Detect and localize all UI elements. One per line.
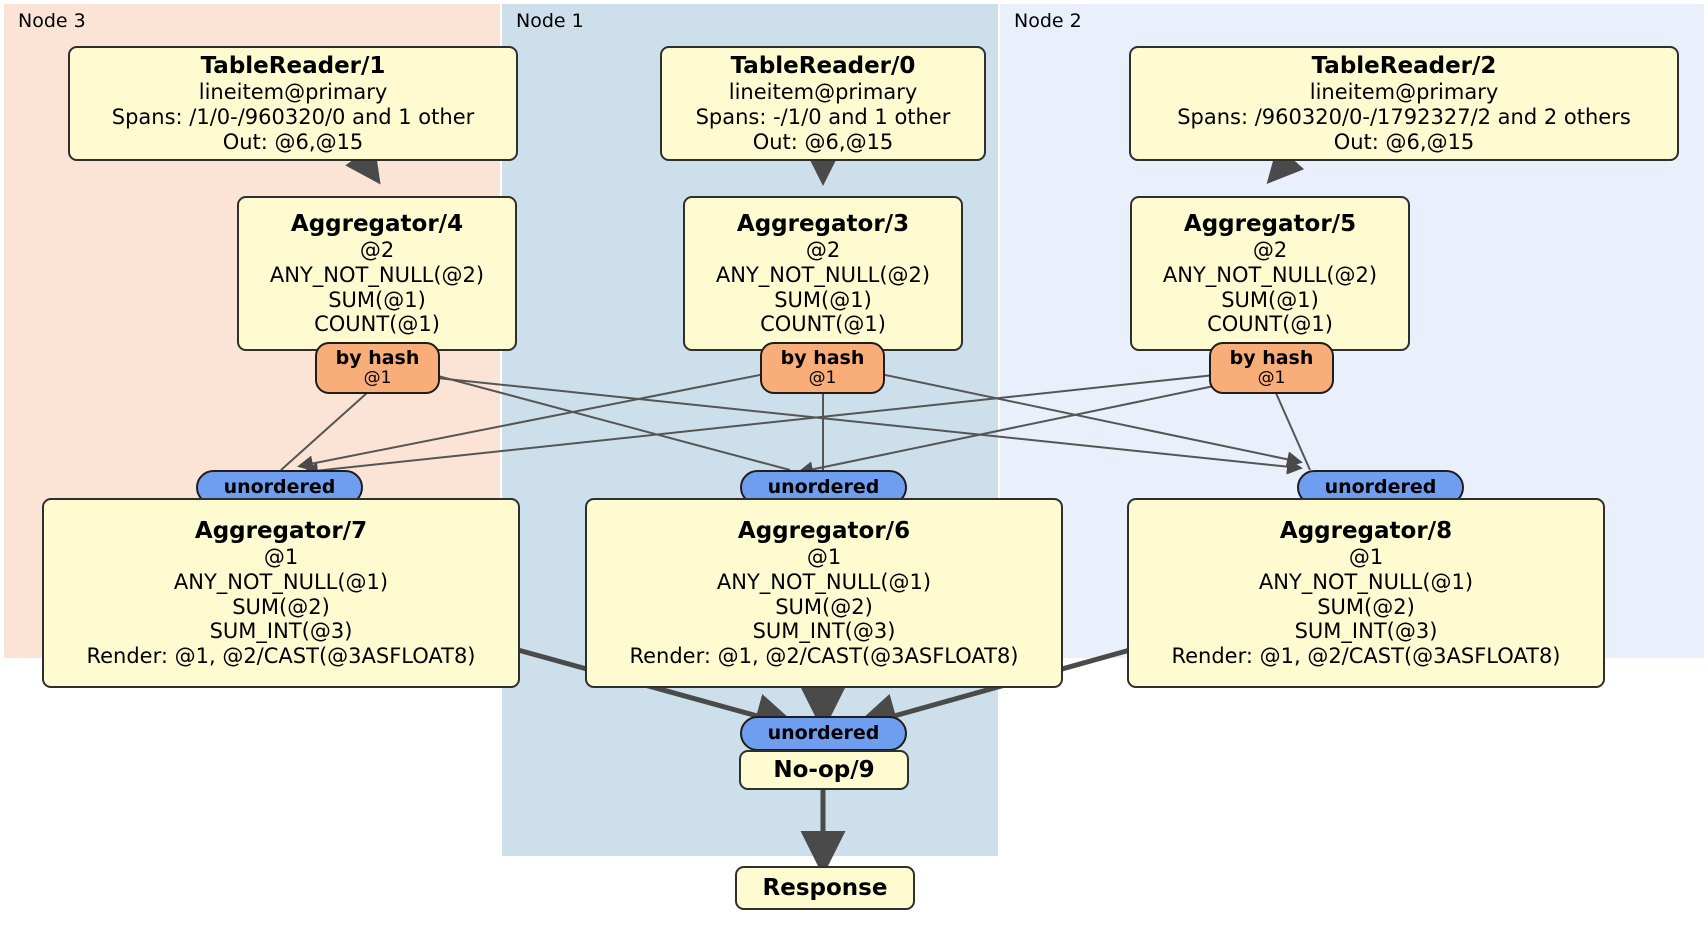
- processor-detail-line: Render: @1, @2/CAST(@3ASFLOAT8): [629, 644, 1019, 669]
- router-key-label: @1: [808, 368, 837, 389]
- processor-detail-line: lineitem@primary: [728, 80, 918, 105]
- processor-detail-line: SUM_INT(@3): [752, 619, 896, 644]
- processor-tablereader-0[interactable]: TableReader/0 lineitem@primary Spans: -/…: [660, 46, 986, 161]
- processor-detail-line: SUM(@1): [1221, 287, 1319, 312]
- processor-detail-line: Render: @1, @2/CAST(@3ASFLOAT8): [1171, 644, 1561, 669]
- processor-title: Aggregator/4: [290, 210, 464, 237]
- router-type-label: by hash: [335, 347, 420, 370]
- processor-detail-line: @2: [359, 237, 395, 262]
- processor-aggregator-5[interactable]: Aggregator/5 @2 ANY_NOT_NULL(@2) SUM(@1)…: [1130, 196, 1410, 351]
- processor-detail-line: Spans: -/1/0 and 1 other: [695, 105, 951, 130]
- processor-detail-line: SUM(@2): [1317, 594, 1415, 619]
- router-by-hash-right[interactable]: by hash @1: [1209, 342, 1334, 394]
- processor-aggregator-4[interactable]: Aggregator/4 @2 ANY_NOT_NULL(@2) SUM(@1)…: [237, 196, 517, 351]
- processor-detail-line: SUM_INT(@3): [209, 619, 353, 644]
- processor-detail-line: ANY_NOT_NULL(@2): [269, 262, 485, 287]
- processor-title: TableReader/0: [730, 53, 916, 80]
- processor-noop-9[interactable]: No-op/9: [739, 750, 909, 790]
- processor-tablereader-1[interactable]: TableReader/1 lineitem@primary Spans: /1…: [68, 46, 518, 161]
- processor-detail-line: Out: @6,@15: [222, 129, 364, 154]
- processor-detail-line: COUNT(@1): [760, 312, 886, 337]
- processor-detail-line: Out: @6,@15: [1333, 129, 1475, 154]
- processor-detail-line: ANY_NOT_NULL(@1): [716, 569, 932, 594]
- processor-detail-line: @2: [805, 237, 841, 262]
- processor-detail-line: @1: [1348, 545, 1384, 570]
- processor-detail-line: lineitem@primary: [1309, 80, 1499, 105]
- processor-detail-line: @1: [806, 545, 842, 570]
- router-unordered-final[interactable]: unordered: [740, 716, 907, 751]
- processor-detail-line: Spans: /1/0-/960320/0 and 1 other: [111, 105, 475, 130]
- router-type-label: unordered: [223, 476, 336, 499]
- processor-title: TableReader/1: [200, 53, 386, 80]
- processor-detail-line: ANY_NOT_NULL(@1): [1258, 569, 1474, 594]
- processor-detail-line: COUNT(@1): [1207, 312, 1333, 337]
- processor-detail-line: lineitem@primary: [198, 80, 388, 105]
- processor-detail-line: SUM(@1): [774, 287, 872, 312]
- processor-title: No-op/9: [773, 756, 875, 783]
- router-key-label: @1: [363, 368, 392, 389]
- processor-aggregator-8[interactable]: Aggregator/8 @1 ANY_NOT_NULL(@1) SUM(@2)…: [1127, 498, 1605, 688]
- processor-title: Aggregator/5: [1183, 210, 1357, 237]
- processor-tablereader-2[interactable]: TableReader/2 lineitem@primary Spans: /9…: [1129, 46, 1679, 161]
- processor-detail-line: ANY_NOT_NULL(@2): [715, 262, 931, 287]
- node-label-node3: Node 3: [18, 10, 86, 32]
- processor-title: Aggregator/3: [736, 210, 910, 237]
- processor-aggregator-3[interactable]: Aggregator/3 @2 ANY_NOT_NULL(@2) SUM(@1)…: [683, 196, 963, 351]
- processor-detail-line: Render: @1, @2/CAST(@3ASFLOAT8): [86, 644, 476, 669]
- processor-title: Response: [762, 874, 888, 901]
- processor-aggregator-7[interactable]: Aggregator/7 @1 ANY_NOT_NULL(@1) SUM(@2)…: [42, 498, 520, 688]
- processor-title: Aggregator/7: [194, 518, 368, 545]
- processor-detail-line: SUM(@2): [232, 594, 330, 619]
- processor-detail-line: @2: [1252, 237, 1288, 262]
- node-label-node2: Node 2: [1014, 10, 1082, 32]
- router-type-label: unordered: [767, 722, 880, 745]
- processor-detail-line: COUNT(@1): [314, 312, 440, 337]
- processor-title: TableReader/2: [1311, 53, 1497, 80]
- node-label-node1: Node 1: [516, 10, 584, 32]
- router-key-label: @1: [1257, 368, 1286, 389]
- processor-detail-line: SUM(@1): [328, 287, 426, 312]
- router-type-label: by hash: [780, 347, 865, 370]
- router-type-label: by hash: [1229, 347, 1314, 370]
- processor-detail-line: Out: @6,@15: [752, 129, 894, 154]
- router-by-hash-left[interactable]: by hash @1: [315, 342, 440, 394]
- processor-detail-line: Spans: /960320/0-/1792327/2 and 2 others: [1177, 105, 1631, 130]
- processor-aggregator-6[interactable]: Aggregator/6 @1 ANY_NOT_NULL(@1) SUM(@2)…: [585, 498, 1063, 688]
- router-type-label: unordered: [767, 476, 880, 499]
- processor-detail-line: SUM_INT(@3): [1294, 619, 1438, 644]
- processor-title: Aggregator/8: [1279, 518, 1453, 545]
- processor-detail-line: @1: [263, 545, 299, 570]
- router-by-hash-center[interactable]: by hash @1: [760, 342, 885, 394]
- processor-title: Aggregator/6: [737, 518, 911, 545]
- processor-response[interactable]: Response: [735, 866, 915, 910]
- processor-detail-line: ANY_NOT_NULL(@1): [173, 569, 389, 594]
- router-type-label: unordered: [1324, 476, 1437, 499]
- processor-detail-line: ANY_NOT_NULL(@2): [1162, 262, 1378, 287]
- processor-detail-line: SUM(@2): [775, 594, 873, 619]
